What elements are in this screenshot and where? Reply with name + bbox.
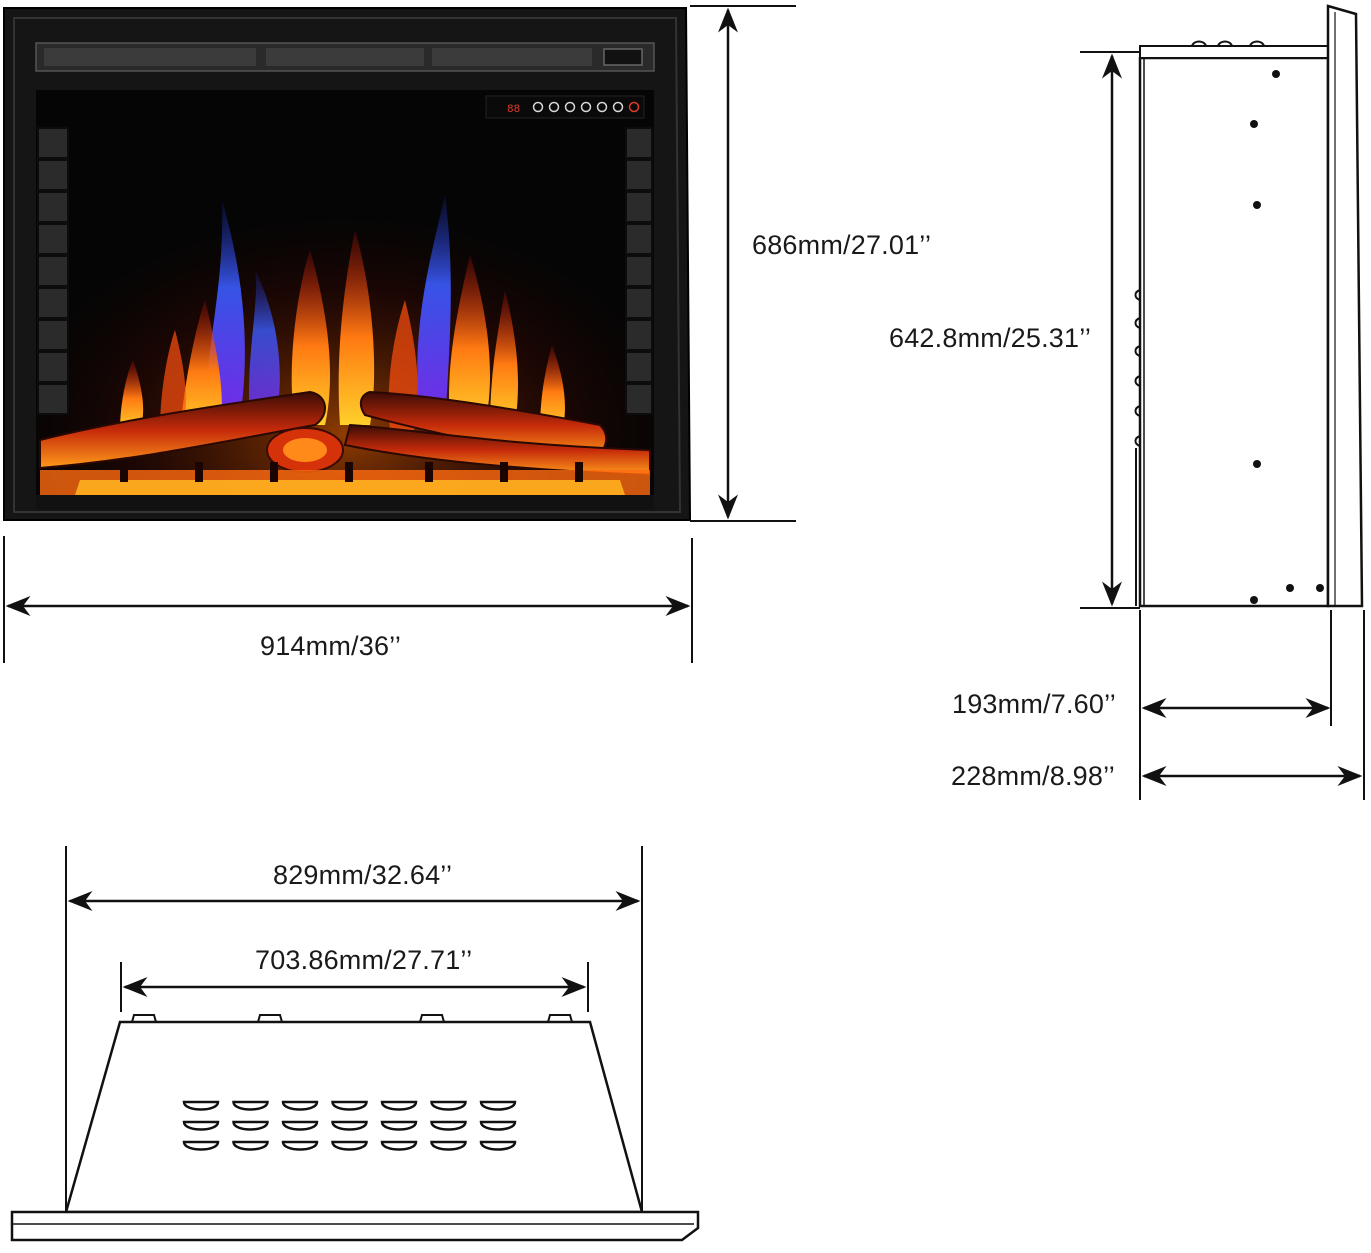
left-brick-wall: [37, 127, 69, 415]
vent-slot: [331, 1140, 368, 1151]
side-front-panel: [1326, 4, 1364, 608]
side-view: [1080, 4, 1365, 800]
side-height-dimension: [1080, 51, 1140, 609]
heat-button-icon: [564, 101, 576, 113]
control-panel: 88: [485, 95, 645, 119]
top-view: [10, 846, 700, 1242]
vent-slot: [281, 1120, 319, 1131]
burning-logs: [39, 390, 651, 495]
top-outer-width-label: 829mm/32.64’’: [273, 860, 453, 890]
power-switch-icon: [603, 48, 643, 66]
vent-slot: [182, 1140, 220, 1151]
vent-slot: [232, 1140, 269, 1151]
mounting-holes: [1250, 70, 1324, 604]
top-body: [64, 1020, 644, 1214]
vent-slot: [331, 1100, 368, 1111]
vent-slot: [380, 1100, 418, 1111]
front-view: 88: [3, 5, 796, 663]
vent-slot: [430, 1140, 467, 1151]
flame-button-icon: [548, 101, 560, 113]
vent-slot: [479, 1120, 517, 1131]
vent-slot: [380, 1120, 418, 1131]
flames: [120, 195, 565, 430]
side-height-label: 642.8mm/25.31’’: [889, 323, 1092, 353]
top-inner-dimension: [120, 962, 589, 1012]
vent-slot: [232, 1120, 269, 1131]
front-height-label: 686mm/27.01’’: [752, 230, 932, 260]
vent-slot: [281, 1100, 319, 1111]
control-display: 88: [507, 104, 520, 116]
side-depth-label: 193mm/7.60’’: [952, 689, 1116, 719]
vent-slot: [430, 1100, 467, 1111]
vent-slot: [331, 1120, 368, 1131]
side-total-depth-label: 228mm/8.98’’: [951, 761, 1115, 791]
power-button-icon: [532, 101, 544, 113]
vent-slot: [479, 1140, 517, 1151]
top-outer-dimension: [65, 846, 643, 1212]
vent-grid: [182, 1100, 517, 1151]
side-depth-dimension: [1139, 610, 1365, 800]
vent-slot: [232, 1100, 269, 1111]
vent-slot: [479, 1100, 517, 1111]
top-front-plate: [10, 1210, 700, 1242]
remote-button-icon: [628, 101, 640, 113]
top-inner-width-label: 703.86mm/27.71’’: [255, 945, 473, 975]
vent-slot: [281, 1140, 319, 1151]
vent-slot: [380, 1140, 418, 1151]
vent-slot: [430, 1120, 467, 1131]
front-height-dimension: [690, 5, 796, 522]
timer-button-icon: [580, 101, 592, 113]
side-body: [1138, 56, 1330, 608]
front-width-dimension: [3, 536, 693, 663]
front-width-label: 914mm/36’’: [260, 631, 402, 661]
vent-slot: [182, 1120, 220, 1131]
brightness-button-icon: [596, 101, 608, 113]
right-brick-wall: [625, 127, 653, 415]
color-button-icon: [612, 101, 624, 113]
vent-slot: [182, 1100, 220, 1111]
